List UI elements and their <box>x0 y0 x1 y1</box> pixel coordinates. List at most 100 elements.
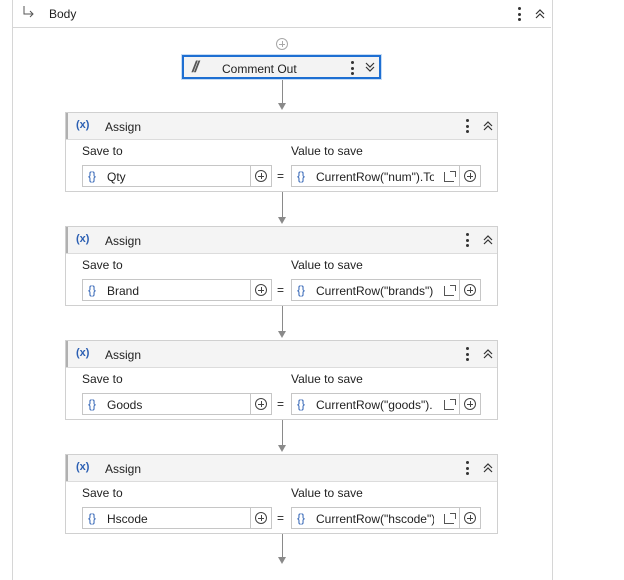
assign-header: (x) Assign <box>66 455 497 482</box>
save-to-label: Save to <box>82 372 123 386</box>
assign-activity[interactable]: (x) Assign Save to Value to save {} Bran… <box>65 226 498 306</box>
value-field[interactable]: {} CurrentRow("goods"). <box>291 393 460 415</box>
assign-menu-icon[interactable] <box>462 460 472 476</box>
save-to-label: Save to <box>82 258 123 272</box>
save-to-add-button[interactable] <box>250 165 272 187</box>
brace-icon: {} <box>297 283 306 297</box>
value-field[interactable]: {} CurrentRow("hscode"). <box>291 507 460 529</box>
collapse-icon[interactable] <box>482 348 494 360</box>
body-header: Body <box>12 0 551 28</box>
enter-arrow-icon <box>23 6 34 18</box>
value-text: CurrentRow("goods"). <box>316 398 433 412</box>
value-text: CurrentRow("brands") <box>316 284 434 298</box>
assign-header: (x) Assign <box>66 227 497 254</box>
connector-line <box>282 420 283 446</box>
assign-title: Assign <box>105 120 142 134</box>
collapse-icon[interactable] <box>482 462 494 474</box>
connector-arrow <box>278 445 286 452</box>
save-to-add-button[interactable] <box>250 393 272 415</box>
collapse-icon[interactable] <box>482 120 494 132</box>
connector-line <box>282 192 283 218</box>
save-to-label: Save to <box>82 486 123 500</box>
connector-line <box>282 534 283 558</box>
connector-line <box>282 80 283 104</box>
assign-menu-icon[interactable] <box>462 232 472 248</box>
connector-arrow <box>278 217 286 224</box>
save-to-label: Save to <box>82 144 123 158</box>
comment-menu-icon[interactable] <box>347 60 357 76</box>
plus-icon <box>255 398 267 410</box>
assign-title: Assign <box>105 462 142 476</box>
plus-icon <box>464 170 476 182</box>
save-to-value: Goods <box>107 398 143 412</box>
value-add-button[interactable] <box>459 279 481 301</box>
brace-icon: {} <box>297 169 306 183</box>
comment-icon: // <box>192 59 199 76</box>
plus-icon <box>464 284 476 296</box>
value-text: CurrentRow("num").To <box>316 170 434 184</box>
body-collapse-icon[interactable] <box>534 8 546 20</box>
expand-editor-icon[interactable] <box>444 171 456 182</box>
value-to-save-label: Value to save <box>291 486 363 500</box>
save-to-field[interactable]: {} Brand <box>82 279 251 301</box>
value-to-save-label: Value to save <box>291 258 363 272</box>
value-field[interactable]: {} CurrentRow("brands") <box>291 279 460 301</box>
connector-arrow <box>278 557 286 564</box>
save-to-add-button[interactable] <box>250 279 272 301</box>
assign-title: Assign <box>105 234 142 248</box>
brace-icon: {} <box>297 397 306 411</box>
assign-title: Assign <box>105 348 142 362</box>
value-to-save-label: Value to save <box>291 144 363 158</box>
plus-icon <box>464 512 476 524</box>
assign-menu-icon[interactable] <box>462 118 472 134</box>
assign-activity[interactable]: (x) Assign Save to Value to save {} Good… <box>65 340 498 420</box>
value-add-button[interactable] <box>459 507 481 529</box>
value-add-button[interactable] <box>459 393 481 415</box>
brace-icon: {} <box>88 511 97 525</box>
save-to-value: Hscode <box>107 512 148 526</box>
expand-icon[interactable] <box>364 61 376 73</box>
assign-activity[interactable]: (x) Assign Save to Value to save {} Hsco… <box>65 454 498 534</box>
assign-header: (x) Assign <box>66 113 497 140</box>
save-to-add-button[interactable] <box>250 507 272 529</box>
variable-icon: (x) <box>76 119 90 131</box>
body-menu-icon[interactable] <box>514 6 524 22</box>
save-to-field[interactable]: {} Hscode <box>82 507 251 529</box>
save-to-value: Brand <box>107 284 140 298</box>
assign-menu-icon[interactable] <box>462 346 472 362</box>
plus-icon <box>255 512 267 524</box>
connector-line <box>282 306 283 332</box>
value-text: CurrentRow("hscode"). <box>316 512 434 526</box>
variable-icon: (x) <box>76 461 90 473</box>
save-to-value: Qty <box>107 170 126 184</box>
body-title: Body <box>49 7 77 21</box>
expand-editor-icon[interactable] <box>444 513 456 524</box>
collapse-icon[interactable] <box>482 234 494 246</box>
assign-header: (x) Assign <box>66 341 497 368</box>
connector-arrow <box>278 331 286 338</box>
plus-icon <box>464 398 476 410</box>
assign-activity[interactable]: (x) Assign Save to Value to save {} Qty … <box>65 112 498 192</box>
insert-activity-icon[interactable] <box>276 38 288 50</box>
comment-out-label: Comment Out <box>222 62 297 76</box>
equals-sign: = <box>277 169 285 183</box>
connector-arrow <box>278 103 286 110</box>
comment-out-activity[interactable]: // Comment Out <box>182 55 381 79</box>
value-field[interactable]: {} CurrentRow("num").To <box>291 165 460 187</box>
expand-editor-icon[interactable] <box>444 285 456 296</box>
brace-icon: {} <box>88 397 97 411</box>
brace-icon: {} <box>88 283 97 297</box>
save-to-field[interactable]: {} Goods <box>82 393 251 415</box>
brace-icon: {} <box>297 511 306 525</box>
equals-sign: = <box>277 397 285 411</box>
variable-icon: (x) <box>76 347 90 359</box>
expand-editor-icon[interactable] <box>444 399 456 410</box>
plus-icon <box>255 284 267 296</box>
equals-sign: = <box>277 283 285 297</box>
value-to-save-label: Value to save <box>291 372 363 386</box>
brace-icon: {} <box>88 169 97 183</box>
equals-sign: = <box>277 511 285 525</box>
save-to-field[interactable]: {} Qty <box>82 165 251 187</box>
value-add-button[interactable] <box>459 165 481 187</box>
variable-icon: (x) <box>76 233 90 245</box>
